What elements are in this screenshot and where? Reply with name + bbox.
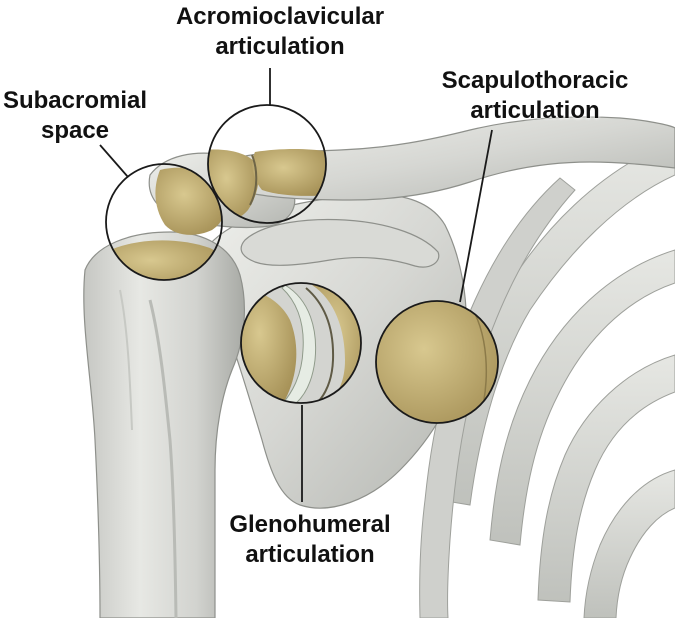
subacromial-label-line1: Subacromial <box>0 86 150 116</box>
acromioclavicular-label-line2: articulation <box>145 32 415 62</box>
glenohumeral-label: Glenohumeral articulation <box>205 510 415 570</box>
scapulothoracic-label: Scapulothoracic articulation <box>395 66 675 126</box>
scapulothoracic-label-line2: articulation <box>395 96 675 126</box>
glenohumeral-label-line1: Glenohumeral <box>205 510 415 540</box>
subacromial-label-line2: space <box>0 116 150 146</box>
acromioclavicular-label-line1: Acromioclavicular <box>145 2 415 32</box>
scapulothoracic-label-line1: Scapulothoracic <box>395 66 675 96</box>
glenohumeral-label-line2: articulation <box>205 540 415 570</box>
acromioclavicular-label: Acromioclavicular articulation <box>145 2 415 62</box>
subacromial-label: Subacromial space <box>0 86 150 146</box>
